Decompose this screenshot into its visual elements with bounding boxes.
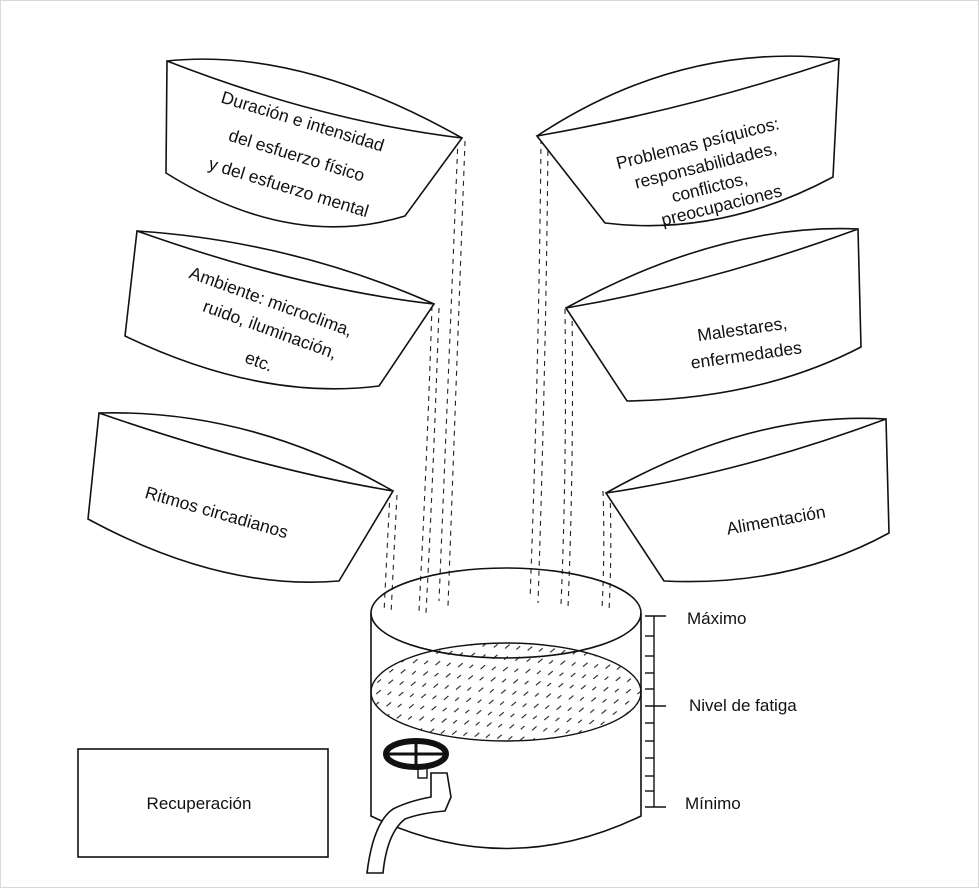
recovery-label: Recuperación — [147, 794, 252, 813]
scale-mid-label: Nivel de fatiga — [689, 696, 797, 715]
spout — [366, 772, 452, 874]
drip-food-1 — [601, 490, 605, 610]
drip-env-1 — [418, 305, 433, 612]
drip-streams — [383, 138, 612, 616]
bucket-psychic: Problemas psíquicos: responsabilidades, … — [535, 55, 840, 230]
drip-effort-1 — [438, 138, 459, 602]
bucket-effort: Duración e intensidad del esfuerzo físic… — [165, 58, 464, 228]
drip-effort-2 — [447, 140, 466, 607]
drip-env-2 — [425, 307, 440, 614]
drip-ill-1 — [560, 308, 567, 606]
bucket-circadian: Ritmos circadianos — [87, 411, 395, 584]
tank-rim — [370, 567, 642, 659]
fatigue-scale: Máximo Nivel de fatiga Mínimo — [645, 609, 797, 813]
bucket-food: Alimentación — [604, 417, 890, 583]
scale-max-label: Máximo — [687, 609, 747, 628]
scale-min-label: Mínimo — [685, 794, 741, 813]
bucket-environment: Ambiente: microclima, ruido, iluminación… — [124, 230, 436, 390]
drip-psychic-1 — [529, 138, 542, 600]
tank-liquid-surface — [370, 642, 642, 742]
bucket-illness: Malestares, enfermedades — [564, 227, 862, 402]
drip-food-2 — [608, 492, 612, 612]
drip-circ-1 — [383, 492, 391, 614]
drip-psychic-2 — [537, 140, 549, 604]
drip-ill-2 — [567, 310, 574, 608]
drip-circ-2 — [390, 494, 398, 616]
valve-tap — [366, 738, 452, 874]
recovery-box: Recuperación — [77, 748, 329, 858]
